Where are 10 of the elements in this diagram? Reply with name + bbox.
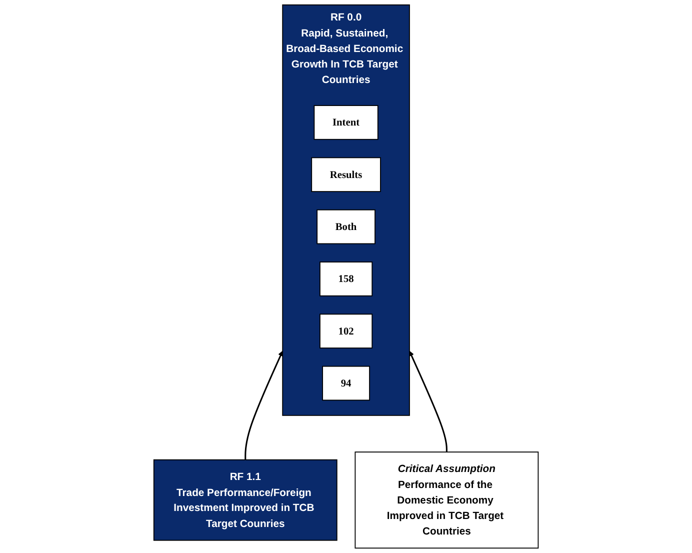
- node-box: RF 1.1 Trade Performance/Foreign Investment Improved in TCB Target Counries: [153, 459, 338, 541]
- node-box: 94: [322, 366, 370, 401]
- node-box: Intent: [314, 105, 378, 140]
- node-box: 158: [319, 262, 373, 296]
- node-box: 102: [319, 314, 373, 348]
- node-box: Critical Assumption Performance of the Domestic Economy Improved in TCB Target Countries: [354, 452, 539, 549]
- node-box: Results: [311, 157, 381, 192]
- arrow: [408, 350, 448, 452]
- arrow: [244, 350, 284, 460]
- node-box: Both: [316, 209, 376, 244]
